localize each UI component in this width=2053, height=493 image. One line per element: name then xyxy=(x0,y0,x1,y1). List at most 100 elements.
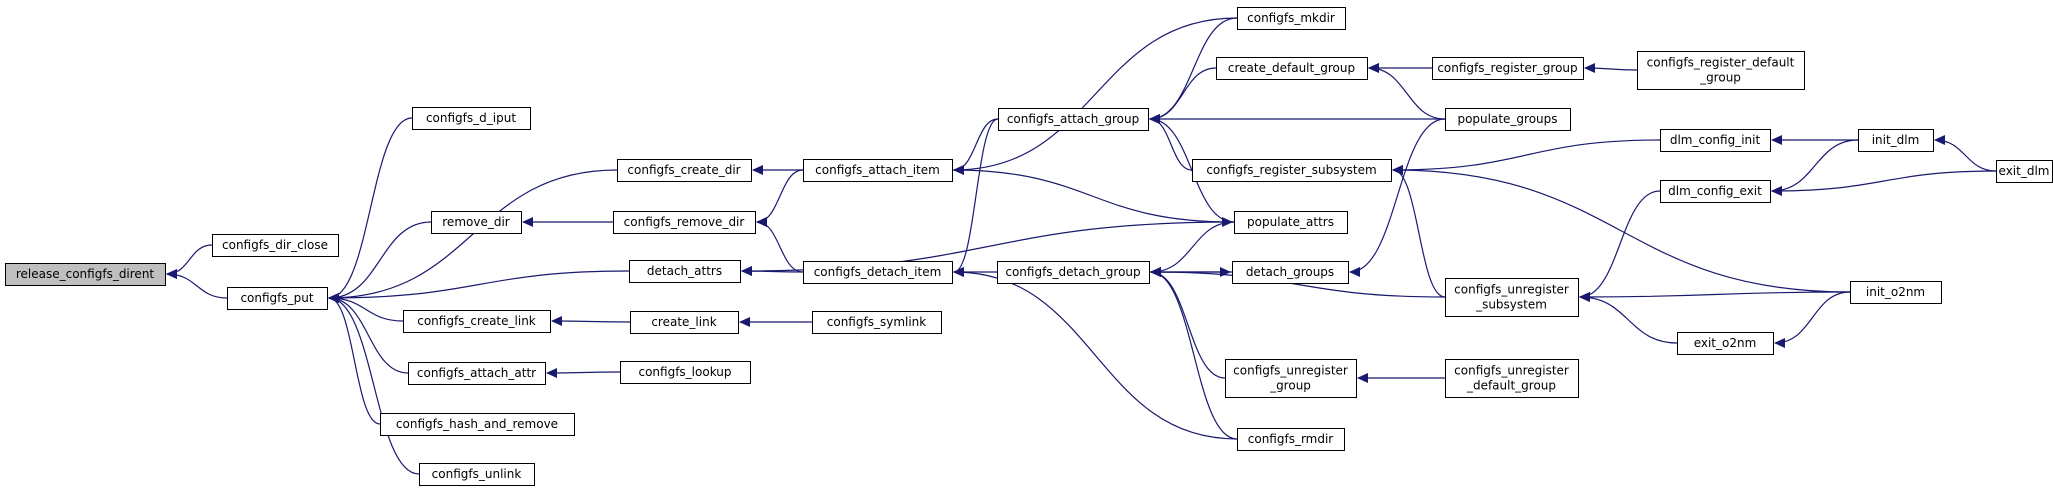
node-detach-item[interactable]: configfs_detach_item xyxy=(803,261,953,284)
node-lookup[interactable]: configfs_lookup xyxy=(620,361,751,384)
node-label: configfs_d_iput xyxy=(426,111,516,125)
node-pop-groups[interactable]: populate_groups xyxy=(1445,108,1571,131)
edge-dlm-init-to-reg-subsys xyxy=(1392,139,1661,175)
node-hash-remove[interactable]: configfs_hash_and_remove xyxy=(380,413,575,436)
node-create-default[interactable]: create_default_group xyxy=(1216,57,1368,80)
node-box xyxy=(403,310,551,333)
node-box xyxy=(227,287,328,310)
node-box xyxy=(997,261,1150,284)
node-dlm-exit[interactable]: dlm_config_exit xyxy=(1660,180,1771,203)
node-label: detach_attrs xyxy=(647,264,722,278)
edge-pop-attrs-to-detach-group xyxy=(1150,221,1235,277)
edge-lookup-to-attach-attr xyxy=(546,367,621,378)
node-detach-groups[interactable]: detach_groups xyxy=(1232,261,1349,284)
node-box xyxy=(1237,428,1345,451)
node-box xyxy=(412,107,531,130)
edge-attach-item-to-remove-dir xyxy=(756,169,804,227)
node-box xyxy=(1445,359,1579,398)
node-init-dlm[interactable]: init_dlm xyxy=(1858,129,1934,152)
node-label: configfs_attach_group xyxy=(1007,112,1139,126)
node-unreg-subsys[interactable]: configfs_unregister_subsystem xyxy=(1445,278,1579,317)
node-release[interactable]: release_configfs_dirent xyxy=(5,263,166,286)
edge-unreg-group-to-detach-group xyxy=(1150,267,1226,379)
node-create-link2[interactable]: create_link xyxy=(630,311,739,334)
node-label: configfs_attach_attr xyxy=(417,366,536,380)
edge-mkdir-to-attach-item xyxy=(953,17,1238,175)
node-dlm-init[interactable]: dlm_config_init xyxy=(1660,129,1771,152)
node-label: _subsystem xyxy=(1475,298,1547,312)
node-init-o2nm[interactable]: init_o2nm xyxy=(1850,281,1942,304)
node-remove-dir[interactable]: configfs_remove_dir xyxy=(613,211,756,234)
node-create-link[interactable]: configfs_create_link xyxy=(403,310,551,333)
node-d-iput[interactable]: configfs_d_iput xyxy=(412,107,531,130)
node-label: configfs_register_default xyxy=(1647,56,1795,70)
node-reg-group[interactable]: configfs_register_group xyxy=(1432,57,1584,80)
edge-init-o2nm-to-reg-subsys xyxy=(1392,165,1851,293)
edge-exit-dlm-to-dlm-exit xyxy=(1771,170,1997,196)
node-label: configfs_symlink xyxy=(827,315,927,329)
node-box xyxy=(380,413,575,436)
node-label: configfs_unregister xyxy=(1454,364,1569,378)
node-label: dlm_config_exit xyxy=(1668,184,1762,198)
node-symlink[interactable]: configfs_symlink xyxy=(812,311,942,334)
node-label: configfs_dir_close xyxy=(222,238,328,252)
node-attach-group[interactable]: configfs_attach_group xyxy=(998,108,1149,131)
node-box xyxy=(1445,278,1579,317)
edge-rmdir-to-detach-group xyxy=(1150,267,1238,440)
node-box xyxy=(1858,129,1934,152)
node-box xyxy=(1237,7,1346,30)
node-label: configfs_attach_item xyxy=(815,163,940,177)
node-box xyxy=(419,463,535,486)
node-detach-group[interactable]: configfs_detach_group xyxy=(997,261,1150,284)
node-label: configfs_register_subsystem xyxy=(1206,163,1376,177)
node-box xyxy=(1677,332,1774,355)
node-rmdir[interactable]: configfs_rmdir xyxy=(1237,428,1345,451)
node-box xyxy=(1225,359,1357,398)
edge-unreg-subsys-to-reg-subsys xyxy=(1392,165,1446,298)
node-unlink[interactable]: configfs_unlink xyxy=(419,463,535,486)
edge-attach-attr-to-put xyxy=(328,293,409,374)
node-unreg-default[interactable]: configfs_unregister_default_group xyxy=(1445,359,1579,398)
node-detach-attrs[interactable]: detach_attrs xyxy=(629,260,741,283)
node-label: configfs_put xyxy=(240,291,313,305)
node-put[interactable]: configfs_put xyxy=(227,287,328,310)
node-box xyxy=(1192,159,1392,182)
edge-create-default-to-attach-group xyxy=(1149,67,1217,124)
node-create-dir[interactable]: configfs_create_dir xyxy=(617,159,752,182)
node-box xyxy=(617,159,752,182)
node-attach-item[interactable]: configfs_attach_item xyxy=(803,159,953,182)
node-label: _group xyxy=(1699,71,1741,85)
node-label: populate_attrs xyxy=(1247,215,1334,229)
edge-remove-dir-fn-to-put xyxy=(328,221,432,303)
node-label: configfs_unregister xyxy=(1233,364,1348,378)
node-label: configfs_remove_dir xyxy=(624,215,745,229)
node-pop-attrs[interactable]: populate_attrs xyxy=(1234,211,1348,234)
node-box xyxy=(629,260,741,283)
node-label: exit_o2nm xyxy=(1694,336,1757,350)
node-reg-subsys[interactable]: configfs_register_subsystem xyxy=(1192,159,1392,182)
node-label: release_configfs_dirent xyxy=(16,267,155,281)
edge-d-iput-to-put xyxy=(328,117,413,303)
node-dir-close[interactable]: configfs_dir_close xyxy=(212,234,339,257)
edge-create-link2-to-create-link xyxy=(551,316,631,327)
node-attach-attr[interactable]: configfs_attach_attr xyxy=(408,362,546,385)
edge-dlm-exit-to-unreg-subsys xyxy=(1579,190,1661,302)
node-unreg-group[interactable]: configfs_unregister_group xyxy=(1225,359,1357,398)
node-box xyxy=(812,311,942,334)
node-label: configfs_rmdir xyxy=(1248,432,1334,446)
edge-detach-item-to-remove-dir xyxy=(756,217,804,273)
node-exit-o2nm[interactable]: exit_o2nm xyxy=(1677,332,1774,355)
node-mkdir[interactable]: configfs_mkdir xyxy=(1237,7,1346,30)
node-remove-dir-fn[interactable]: remove_dir xyxy=(431,211,522,234)
node-box xyxy=(620,361,751,384)
edge-reg-subsys-to-attach-group xyxy=(1149,114,1193,171)
node-label: create_link xyxy=(651,315,716,329)
node-layer: release_configfs_dirent configfs_dir_clos… xyxy=(5,7,2053,486)
node-box xyxy=(1234,211,1348,234)
node-exit-dlm[interactable]: exit_dlm xyxy=(1996,160,2053,183)
node-box xyxy=(1432,57,1584,80)
node-reg-default[interactable]: configfs_register_default_group xyxy=(1637,51,1805,90)
node-box xyxy=(1216,57,1368,80)
edge-dir-close-to-release xyxy=(166,244,213,279)
edge-exit-dlm-to-init-dlm xyxy=(1934,135,1997,172)
